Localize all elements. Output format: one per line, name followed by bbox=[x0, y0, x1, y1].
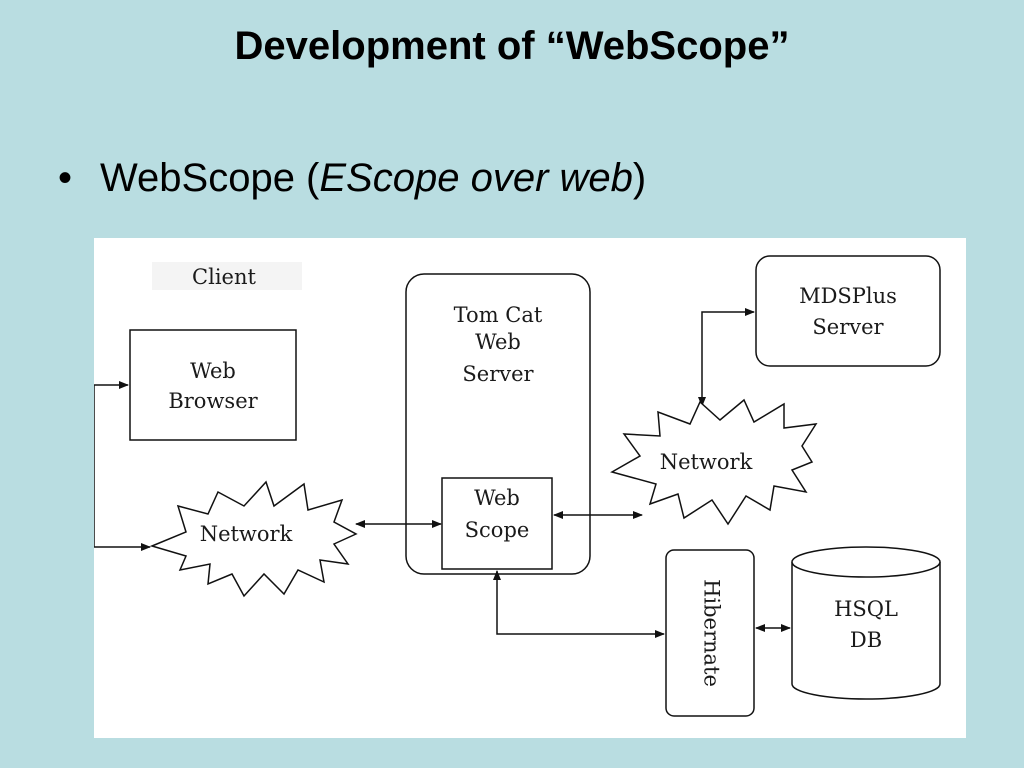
webscope-label-line1: Web bbox=[474, 486, 520, 510]
network-left-label: Network bbox=[200, 522, 293, 546]
hsql-db-cylinder: HSQL DB bbox=[791, 546, 941, 700]
tomcat-label-line2: Web bbox=[475, 330, 521, 354]
mdsplus-label-line1: MDSPlus bbox=[799, 284, 897, 308]
mdsplus-server-box: MDSPlus Server bbox=[755, 255, 941, 367]
mdsplus-label-line2: Server bbox=[812, 315, 884, 339]
webscope-label-line2: Scope bbox=[465, 518, 530, 542]
client-label: Client bbox=[192, 265, 256, 289]
bullet-text-italic: EScope over web bbox=[319, 156, 633, 200]
bullet-text-prefix: WebScope ( bbox=[100, 156, 320, 200]
hsql-label-line2: DB bbox=[850, 628, 882, 652]
tomcat-label-line3: Server bbox=[462, 362, 534, 386]
hsql-label-line1: HSQL bbox=[834, 597, 898, 621]
bullet-item: • WebScope (EScope over web) bbox=[58, 156, 646, 201]
arrow-network-mdsplus bbox=[698, 308, 755, 407]
client-label-bg bbox=[152, 262, 302, 290]
hibernate-box: Hibernate bbox=[665, 549, 755, 717]
slide-title: Development of “WebScope” bbox=[234, 24, 790, 68]
hibernate-label: Hibernate bbox=[700, 579, 724, 687]
bullet-text-suffix: ) bbox=[632, 156, 647, 200]
web-browser-label-line2: Browser bbox=[168, 389, 258, 413]
network-right-label: Network bbox=[660, 450, 753, 474]
web-browser-label-line1: Web bbox=[190, 359, 236, 383]
architecture-diagram: Client Web Browser Network Tom Cat Web S… bbox=[94, 238, 966, 738]
bullet-symbol: • bbox=[58, 156, 73, 200]
client-connector bbox=[94, 381, 151, 551]
network-right-cloud: Network bbox=[610, 398, 818, 526]
arrow-webscope-hibernate bbox=[493, 570, 665, 638]
diagram-canvas: Client Web Browser Network Tom Cat Web S… bbox=[94, 255, 941, 717]
tomcat-label-line1: Tom Cat bbox=[454, 303, 543, 327]
webscope-box: Web Scope bbox=[441, 477, 553, 570]
network-left-cloud: Network bbox=[149, 480, 358, 598]
web-browser-box: Web Browser bbox=[129, 329, 297, 441]
